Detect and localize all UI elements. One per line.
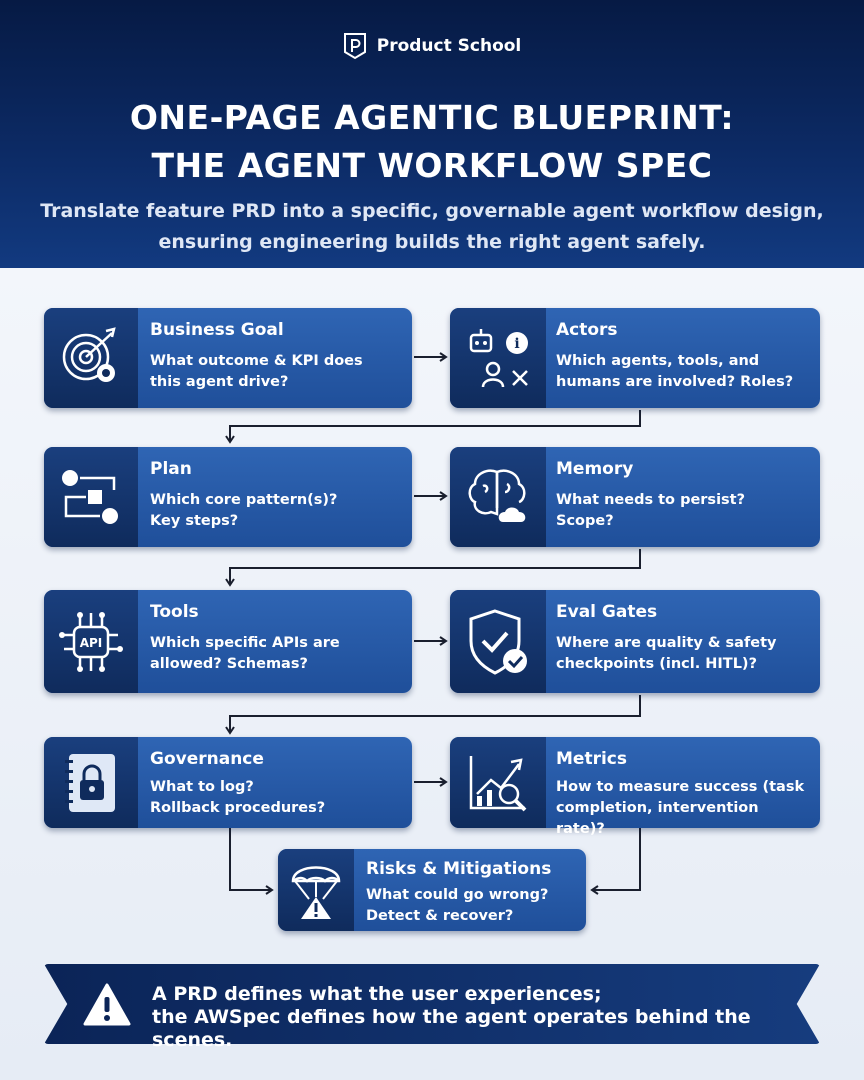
- subtitle: Translate feature PRD into a specific, g…: [40, 200, 824, 253]
- card-description: What could go wrong? Detect & recover?: [366, 887, 549, 924]
- card-description: What to log? Rollback procedures?: [150, 779, 326, 816]
- arrow-eval-to-governance: [225, 695, 641, 735]
- footer-banner: [44, 964, 820, 1044]
- card-risks-mitigations: Risks & Mitigations What could go wrong?…: [278, 849, 586, 931]
- header: [0, 0, 864, 268]
- brand: Product School: [0, 32, 864, 60]
- card-tools: API Tools Which specific APIs are allowe…: [44, 590, 412, 693]
- card-actors: i Actors Which agents, tools, and humans…: [450, 308, 820, 408]
- arrow-memory-to-tools: [225, 549, 641, 587]
- card-metrics: Metrics How to measure success (task com…: [450, 737, 820, 837]
- api-chip-icon: API: [59, 611, 123, 672]
- card-title: Risks & Mitigations: [366, 859, 552, 879]
- brand-name: Product School: [376, 36, 522, 56]
- card-title: Business Goal: [150, 320, 284, 340]
- lock-notebook-icon: [65, 753, 115, 812]
- warning-icon: [82, 982, 132, 1032]
- banner-line-1: A PRD defines what the user experiences;: [152, 983, 602, 1005]
- card-title: Plan: [150, 459, 192, 479]
- target-gear-icon: [62, 327, 116, 382]
- card-title: Metrics: [556, 749, 627, 769]
- card-description: How to measure success (task completion,…: [556, 779, 805, 837]
- card-description: Which agents, tools, and humans are invo…: [556, 353, 794, 390]
- product-school-logo-icon: [343, 32, 367, 60]
- card-business-goal: Business Goal What outcome & KPI does th…: [44, 308, 412, 408]
- api-chip-label: API: [80, 636, 103, 650]
- card-title: Governance: [150, 749, 264, 769]
- card-governance: Governance What to log? Rollback procedu…: [44, 737, 412, 828]
- workflow-icon: [62, 470, 118, 524]
- card-title: Tools: [150, 602, 199, 622]
- arrow-actors-to-plan: [225, 410, 641, 444]
- banner-text: A PRD defines what the user experiences;…: [152, 983, 832, 1052]
- card-description: What needs to persist? Scope?: [556, 492, 746, 529]
- card-description: Which specific APIs are allowed? Schemas…: [150, 635, 340, 672]
- card-description: Which core pattern(s)? Key steps?: [150, 492, 338, 529]
- card-eval-gates: Eval Gates Where are quality & safety ch…: [450, 590, 820, 693]
- card-description: What outcome & KPI does this agent drive…: [150, 353, 363, 390]
- arrow-metrics-to-risks: [590, 828, 641, 895]
- banner-line-2: the AWSpec defines how the agent operate…: [152, 1006, 751, 1051]
- chart-magnifier-icon: [469, 755, 527, 811]
- robot-person-tools-icon: i: [469, 329, 528, 388]
- card-title: Eval Gates: [556, 602, 658, 622]
- shield-check-icon: [469, 608, 527, 675]
- card-memory: Memory What needs to persist? Scope?: [450, 447, 820, 547]
- card-title: Memory: [556, 459, 634, 479]
- svg-text:i: i: [514, 336, 519, 352]
- card-description: Where are quality & safety checkpoints (…: [556, 635, 777, 672]
- title-line-2: THE AGENT WORKFLOW SPEC: [151, 146, 713, 185]
- title-line-1: ONE-PAGE AGENTIC BLUEPRINT:: [129, 98, 735, 137]
- brain-cloud-icon: [468, 469, 526, 522]
- arrow-governance-to-risks: [229, 828, 274, 895]
- card-plan: Plan Which core pattern(s)? Key steps?: [44, 447, 412, 547]
- card-title: Actors: [556, 320, 618, 340]
- parachute-warning-icon: [291, 866, 341, 919]
